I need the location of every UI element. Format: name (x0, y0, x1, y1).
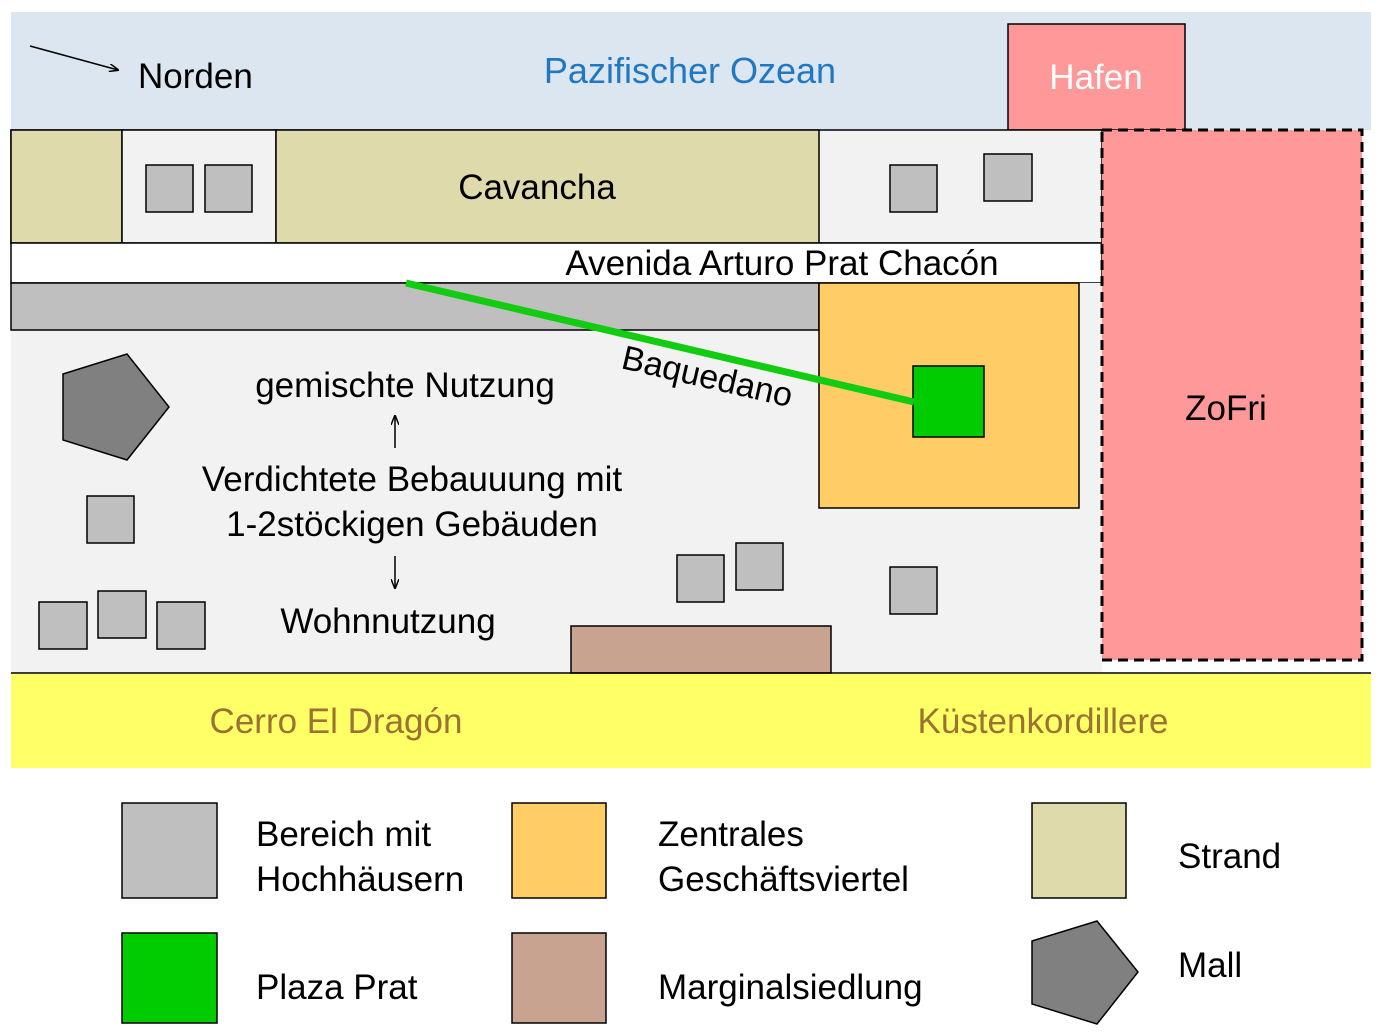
mall-icon (62, 353, 170, 461)
legend-mall-icon (1031, 920, 1139, 1025)
residential-label: Wohnnutzung (280, 602, 495, 641)
legend-swatch-beach (1031, 802, 1127, 899)
legend-label-plaza: Plaza Prat (256, 968, 418, 1007)
harbor-area (1007, 23, 1186, 131)
highrise-building (156, 601, 206, 650)
legend-swatch-highrise (121, 802, 218, 899)
legend-label-cbd-line2: Geschäftsviertel (658, 860, 909, 899)
highrise-building (889, 164, 938, 213)
beach-area-cavancha (275, 129, 820, 244)
highrise-building (204, 164, 253, 213)
highrise-building (676, 554, 725, 603)
dense-label-line1: Verdichtete Bebauuung mit (202, 460, 623, 499)
highrise-building (86, 495, 135, 544)
highrise-building (38, 601, 88, 650)
free-zone-area (1100, 128, 1364, 662)
legend-label-beach: Strand (1178, 837, 1281, 876)
avenue-label: Avenida Arturo Prat Chacón (565, 244, 998, 283)
highrise-building (889, 566, 938, 615)
plaza-prat (912, 365, 985, 438)
dense-label-line2: 1-2stöckigen Gebäuden (226, 505, 598, 544)
north-label: Norden (138, 57, 253, 96)
legend-label-slum: Marginalsiedlung (658, 968, 923, 1007)
legend-label-highrise-line2: Hochhäusern (256, 860, 464, 899)
mixed-use-label: gemischte Nutzung (255, 366, 555, 405)
free-zone-label: ZoFri (1185, 389, 1267, 428)
highrise-building (983, 153, 1033, 202)
highrise-zone-north (121, 129, 277, 244)
legend-swatch-slum (511, 932, 607, 1024)
beach-label: Cavancha (458, 168, 616, 207)
legend-swatch-cbd (511, 802, 607, 899)
mountain-area (11, 674, 1371, 768)
legend-label-cbd-line1: Zentrales (658, 815, 804, 854)
highrise-building (145, 164, 194, 213)
legend-label-mall: Mall (1178, 946, 1242, 985)
harbor-label: Hafen (1049, 58, 1142, 97)
highrise-building (97, 590, 147, 639)
baquedano-street (405, 279, 915, 406)
hill-label: Cerro El Dragón (210, 702, 463, 741)
legend-label-highrise-line1: Bereich mit (256, 815, 431, 854)
ocean-label: Pazifischer Ozean (544, 50, 836, 91)
marginal-settlement (570, 625, 832, 674)
beach-area-left (10, 129, 123, 244)
legend-swatch-plaza (121, 932, 218, 1024)
highrise-strip (10, 282, 820, 331)
cordillera-label: Küstenkordillere (918, 702, 1169, 741)
north-arrow-icon (29, 45, 118, 70)
legend: Bereich mit Hochhäusern Zentrales Geschä… (121, 802, 1281, 1025)
highrise-building (735, 542, 784, 591)
avenue-road (10, 242, 1103, 284)
